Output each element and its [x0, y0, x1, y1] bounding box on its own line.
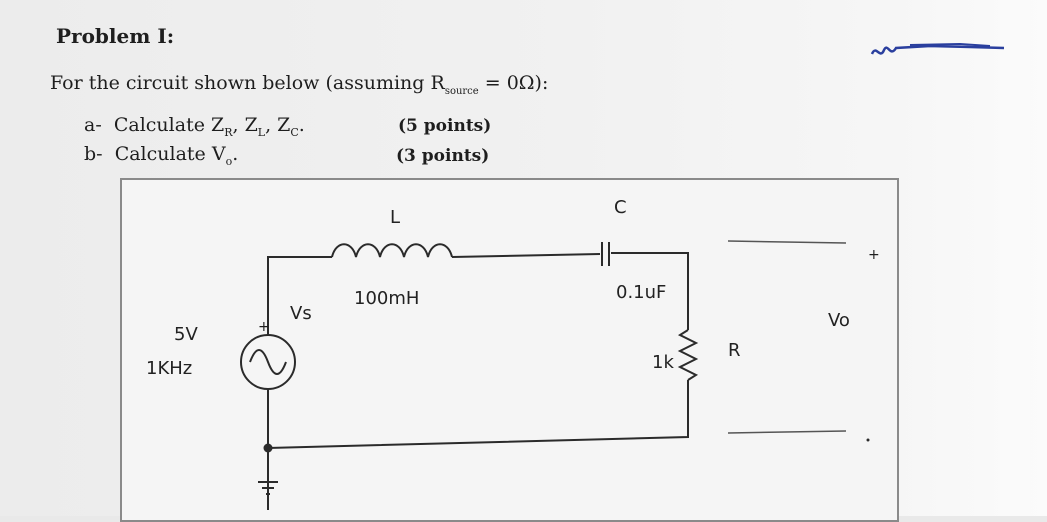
output-plus-sign: + — [868, 247, 880, 263]
output-line-top — [727, 240, 847, 244]
output-dot — [866, 438, 870, 442]
sine-wave-icon — [249, 349, 287, 375]
intro-sub: source — [444, 85, 479, 97]
question-a-points: (5 points) — [398, 116, 492, 136]
resistor-value: 1k — [652, 352, 674, 373]
inductor-name: L — [390, 207, 401, 228]
wire-bottom — [267, 380, 689, 449]
output-name: Vo — [828, 310, 850, 331]
question-a-marker: a- — [84, 114, 102, 136]
wire-c-to-r — [611, 252, 689, 330]
question-b: b- Calculate Vo. — [84, 143, 239, 168]
question-b-marker: b- — [84, 143, 103, 165]
intro-suffix: = 0Ω): — [478, 72, 549, 94]
ac-source-icon — [240, 334, 296, 390]
circuit-frame — [120, 178, 899, 522]
question-a: a- Calculate ZR, ZL, ZC. — [84, 114, 305, 139]
wire-left-top — [267, 256, 332, 336]
wire-l-to-c — [451, 253, 601, 258]
question-b-text: Calculate V — [114, 143, 226, 165]
capacitor-name: C — [614, 197, 627, 218]
signature-scribble — [870, 42, 1005, 55]
source-plus-sign: + — [258, 319, 270, 335]
problem-intro: For the circuit shown below (assuming Rs… — [50, 72, 548, 97]
question-b-points: (3 points) — [396, 146, 490, 166]
output-line-bottom — [727, 430, 847, 434]
capacitor-icon — [601, 242, 610, 266]
source-frequency: 1KHz — [146, 358, 193, 379]
inductor-value: 100mH — [354, 288, 420, 309]
capacitor-value: 0.1uF — [616, 282, 667, 303]
intro-prefix: For the circuit shown below (assuming R — [50, 72, 445, 94]
node-dot — [263, 443, 273, 453]
source-name: Vs — [290, 303, 312, 324]
resistor-icon — [677, 329, 699, 381]
ground-icon — [258, 481, 278, 510]
source-voltage: 5V — [174, 324, 198, 345]
question-a-text: Calculate Z — [113, 114, 225, 136]
inductor-icon — [331, 243, 453, 258]
problem-title: Problem I: — [56, 24, 175, 48]
resistor-name: R — [728, 340, 741, 361]
